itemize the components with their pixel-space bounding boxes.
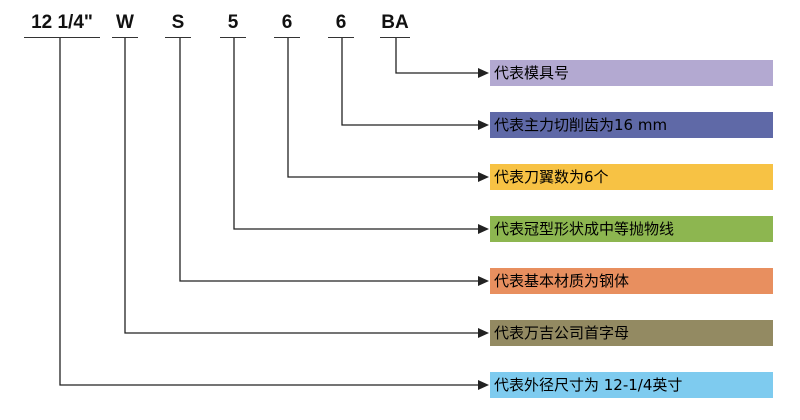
leader-blades-line xyxy=(287,38,480,178)
code-blades-text: 6 xyxy=(281,12,293,33)
code-mold-underline xyxy=(380,37,410,38)
description-mold: 代表模具号 xyxy=(490,60,773,86)
leader-cutter-arrowhead xyxy=(478,120,489,130)
leader-diameter-arrowhead xyxy=(478,380,489,390)
leader-company-line xyxy=(124,38,480,334)
leader-material-line xyxy=(179,38,480,282)
code-blades: 6 xyxy=(274,12,300,38)
description-crown: 代表冠型形状成中等抛物线 xyxy=(490,216,773,242)
leader-mold-arrowhead xyxy=(478,68,489,78)
leader-material-arrowhead xyxy=(478,276,489,286)
code-blades-underline xyxy=(274,37,300,38)
code-crown-text: 5 xyxy=(227,12,239,33)
description-diameter: 代表外径尺寸为 12-1/4英寸 xyxy=(490,372,773,398)
code-mold: BA xyxy=(380,12,410,38)
code-company-underline xyxy=(112,37,138,38)
description-company: 代表万吉公司首字母 xyxy=(490,320,773,346)
leader-cutter-line xyxy=(341,38,480,126)
leader-mold-line xyxy=(395,38,480,74)
description-blades: 代表刀翼数为6个 xyxy=(490,164,773,190)
code-cutter-underline xyxy=(328,37,354,38)
leader-diameter-line xyxy=(59,38,480,386)
leader-company-arrowhead xyxy=(478,328,489,338)
code-diameter: 12 1/4" xyxy=(24,12,100,38)
description-material: 代表基本材质为钢体 xyxy=(490,268,773,294)
code-diameter-underline xyxy=(24,37,100,38)
code-mold-text: BA xyxy=(381,12,409,33)
leader-blades-arrowhead xyxy=(478,172,489,182)
code-company: W xyxy=(112,12,138,38)
code-material-underline xyxy=(165,37,191,38)
code-cutter-text: 6 xyxy=(335,12,347,33)
code-cutter: 6 xyxy=(328,12,354,38)
code-crown-underline xyxy=(220,37,246,38)
code-crown: 5 xyxy=(220,12,246,38)
leader-crown-arrowhead xyxy=(478,224,489,234)
code-material: S xyxy=(165,12,191,38)
code-diameter-text: 12 1/4" xyxy=(31,12,93,33)
code-material-text: S xyxy=(171,12,185,33)
description-cutter: 代表主力切削齿为16 mm xyxy=(490,112,773,138)
leader-crown-line xyxy=(233,38,480,230)
code-company-text: W xyxy=(116,12,134,33)
